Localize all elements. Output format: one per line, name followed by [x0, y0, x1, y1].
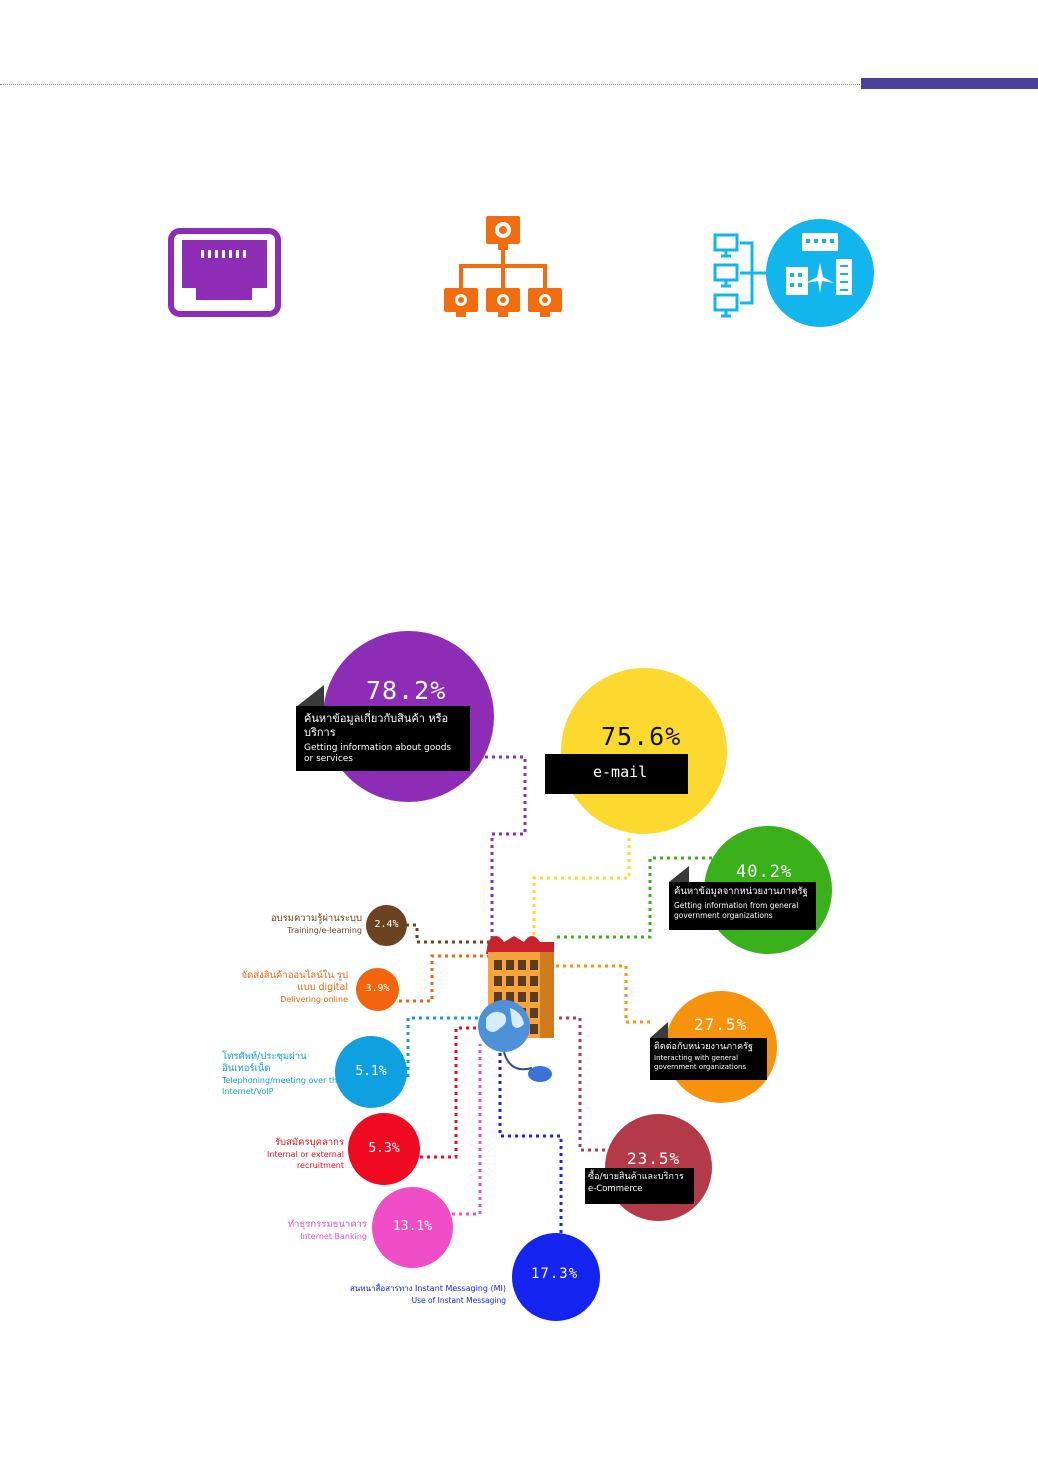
- pct-banking: 13.1%: [392, 1219, 433, 1234]
- label-banking: ทำธุรกรรมธนาคาร Internet Banking: [240, 1219, 367, 1242]
- connector-info-goods: [478, 755, 527, 940]
- label-info-gov-en: Getting information from general governm…: [674, 901, 799, 920]
- connector-email: [532, 838, 631, 935]
- label-banking-th: ทำธุรกรรมธนาคาร: [287, 1219, 367, 1230]
- label-info-gov-th: ค้นหาข้อมูลจากหน่วยงานภาครัฐ: [674, 886, 808, 897]
- label-training-th: อบรมความรู้ผ่านระบบ: [270, 913, 362, 924]
- label-im: สนทนาสื่อสารทาง Instant Messaging (MI) U…: [300, 1283, 506, 1306]
- circle-banking: [372, 1187, 453, 1268]
- connector-banking: [452, 1044, 482, 1216]
- circle-delivery: [356, 968, 399, 1011]
- pct-email: 75.6%: [601, 722, 682, 751]
- ethernet-port-icon: [168, 228, 281, 321]
- connector-training: [406, 923, 490, 944]
- label-voip-en: Telephoning/meeting over the Internet/Vo…: [222, 1076, 342, 1096]
- label-training-en: Training/e-learning: [287, 926, 362, 935]
- connector-voip: [396, 1016, 480, 1081]
- label-im-th: สนทนาสื่อสารทาง Instant Messaging (MI): [349, 1284, 506, 1293]
- label-recruit-th: รับสมัครบุคลากร: [274, 1137, 344, 1148]
- pct-im: 17.3%: [531, 1266, 579, 1282]
- label-info-goods: ค้นหาข้อมูลเกี่ยวกับสินค้า หรือบริการ Ge…: [296, 706, 470, 771]
- label-delivery-th: จัดส่งสินค้าออนไลน์ใน รูปแบบ digital: [241, 970, 348, 993]
- pct-interact-gov: 27.5%: [694, 1015, 748, 1034]
- connector-im: [498, 1048, 563, 1233]
- label-banking-en: Internet Banking: [300, 1232, 367, 1241]
- label-email-text: e-mail: [593, 763, 648, 781]
- pct-delivery: 3.9%: [365, 983, 390, 994]
- label-notch: [296, 685, 324, 707]
- label-info-goods-th: ค้นหาข้อมูลเกี่ยวกับสินค้า หรือบริการ: [304, 712, 449, 739]
- label-ecommerce: ซื้อ/ขายสินค้าและบริการ e-Commerce: [585, 1168, 694, 1204]
- label-delivery-en: Delivering online: [280, 995, 348, 1004]
- pct-training: 2.4%: [374, 919, 399, 930]
- circle-email: [561, 668, 727, 834]
- label-interact-gov: ติดต่อกับหน่วยงานภาครัฐ Interacting with…: [650, 1038, 767, 1080]
- label-recruit: รับสมัครบุคลากร Internal or external rec…: [220, 1137, 344, 1171]
- label-training: อบรมความรู้ผ่านระบบ Training/e-learning: [240, 913, 362, 936]
- label-interact-gov-en: Interacting with general government orga…: [654, 1054, 747, 1071]
- connector-info-gov: [556, 856, 712, 939]
- label-email: e-mail: [545, 754, 688, 794]
- label-voip: โทรศัพท์/ประชุมผ่าน อินเทอร์เน็ต Telepho…: [222, 1051, 342, 1097]
- label-recruit-en: Internal or external recruitment: [266, 1150, 344, 1170]
- label-delivery: จัดส่งสินค้าออนไลน์ใน รูปแบบ digital Del…: [236, 970, 348, 1005]
- computers-to-buildings-icon: [712, 219, 878, 333]
- pct-info-gov: 40.2%: [736, 862, 793, 882]
- circle-im: [512, 1233, 600, 1321]
- pct-voip: 5.1%: [355, 1064, 387, 1079]
- label-ecommerce-en: e-Commerce: [588, 1184, 643, 1194]
- label-notch: [669, 866, 689, 882]
- connector-recruit: [420, 1026, 480, 1159]
- label-info-goods-en: Getting information about goods or servi…: [304, 743, 452, 764]
- label-im-en: Use of Instant Messaging: [411, 1296, 506, 1305]
- connector-delivery: [399, 954, 490, 1003]
- pct-info-goods: 78.2%: [366, 676, 447, 705]
- label-notch: [650, 1022, 668, 1038]
- label-interact-gov-th: ติดต่อกับหน่วยงานภาครัฐ: [654, 1042, 753, 1052]
- header-accent-bar: [861, 78, 1038, 89]
- pct-ecommerce: 23.5%: [627, 1149, 681, 1168]
- connector-interact-gov: [556, 964, 650, 1024]
- label-ecommerce-th: ซื้อ/ขายสินค้าและบริการ: [588, 1172, 684, 1182]
- connector-ecommerce: [556, 1016, 605, 1152]
- circle-voip: [335, 1036, 407, 1108]
- header-dotted-rule: [0, 84, 860, 85]
- network-hierarchy-icon: [442, 214, 564, 322]
- label-info-gov: ค้นหาข้อมูลจากหน่วยงานภาครัฐ Getting inf…: [669, 882, 816, 930]
- building-with-globe-and-mouse-icon: [470, 928, 562, 1092]
- circle-recruit: [348, 1113, 420, 1185]
- circle-training: [366, 905, 407, 946]
- label-voip-th: โทรศัพท์/ประชุมผ่าน อินเทอร์เน็ต: [222, 1051, 307, 1074]
- pct-recruit: 5.3%: [368, 1141, 400, 1156]
